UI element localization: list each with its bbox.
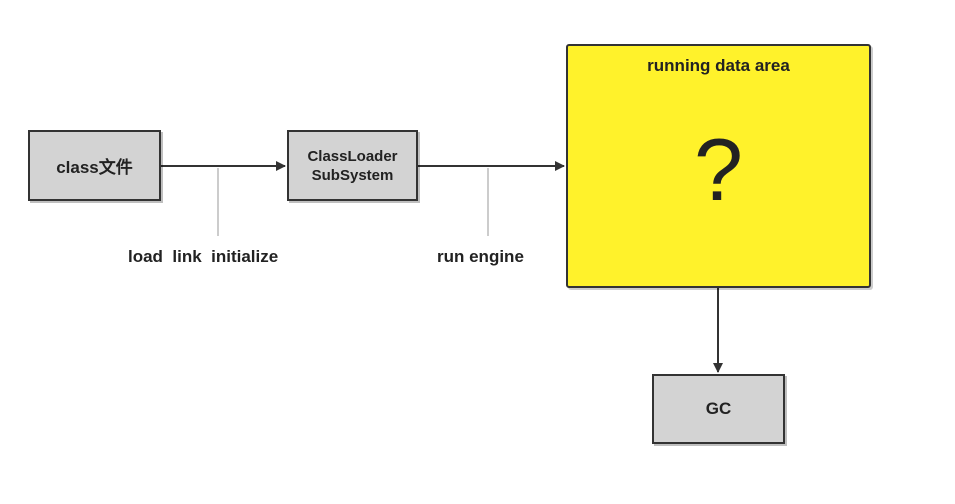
classloader-label-line2: SubSystem — [311, 166, 394, 184]
run-engine-label: run engine — [437, 247, 524, 266]
running-data-area-node: running data area ? — [566, 44, 871, 288]
gc-label: GC — [705, 399, 732, 418]
question-mark: ? — [694, 120, 743, 219]
classloader-subsystem-node: ClassLoader SubSystem — [287, 130, 418, 201]
running-data-area-title: running data area — [647, 56, 790, 75]
gc-node: GC — [652, 374, 785, 444]
class-file-label: class文件 — [56, 158, 133, 177]
classloader-label-line1: ClassLoader — [307, 147, 398, 165]
class-file-node: class文件 — [28, 130, 161, 201]
load-link-initialize-label: load link initialize — [128, 247, 279, 266]
